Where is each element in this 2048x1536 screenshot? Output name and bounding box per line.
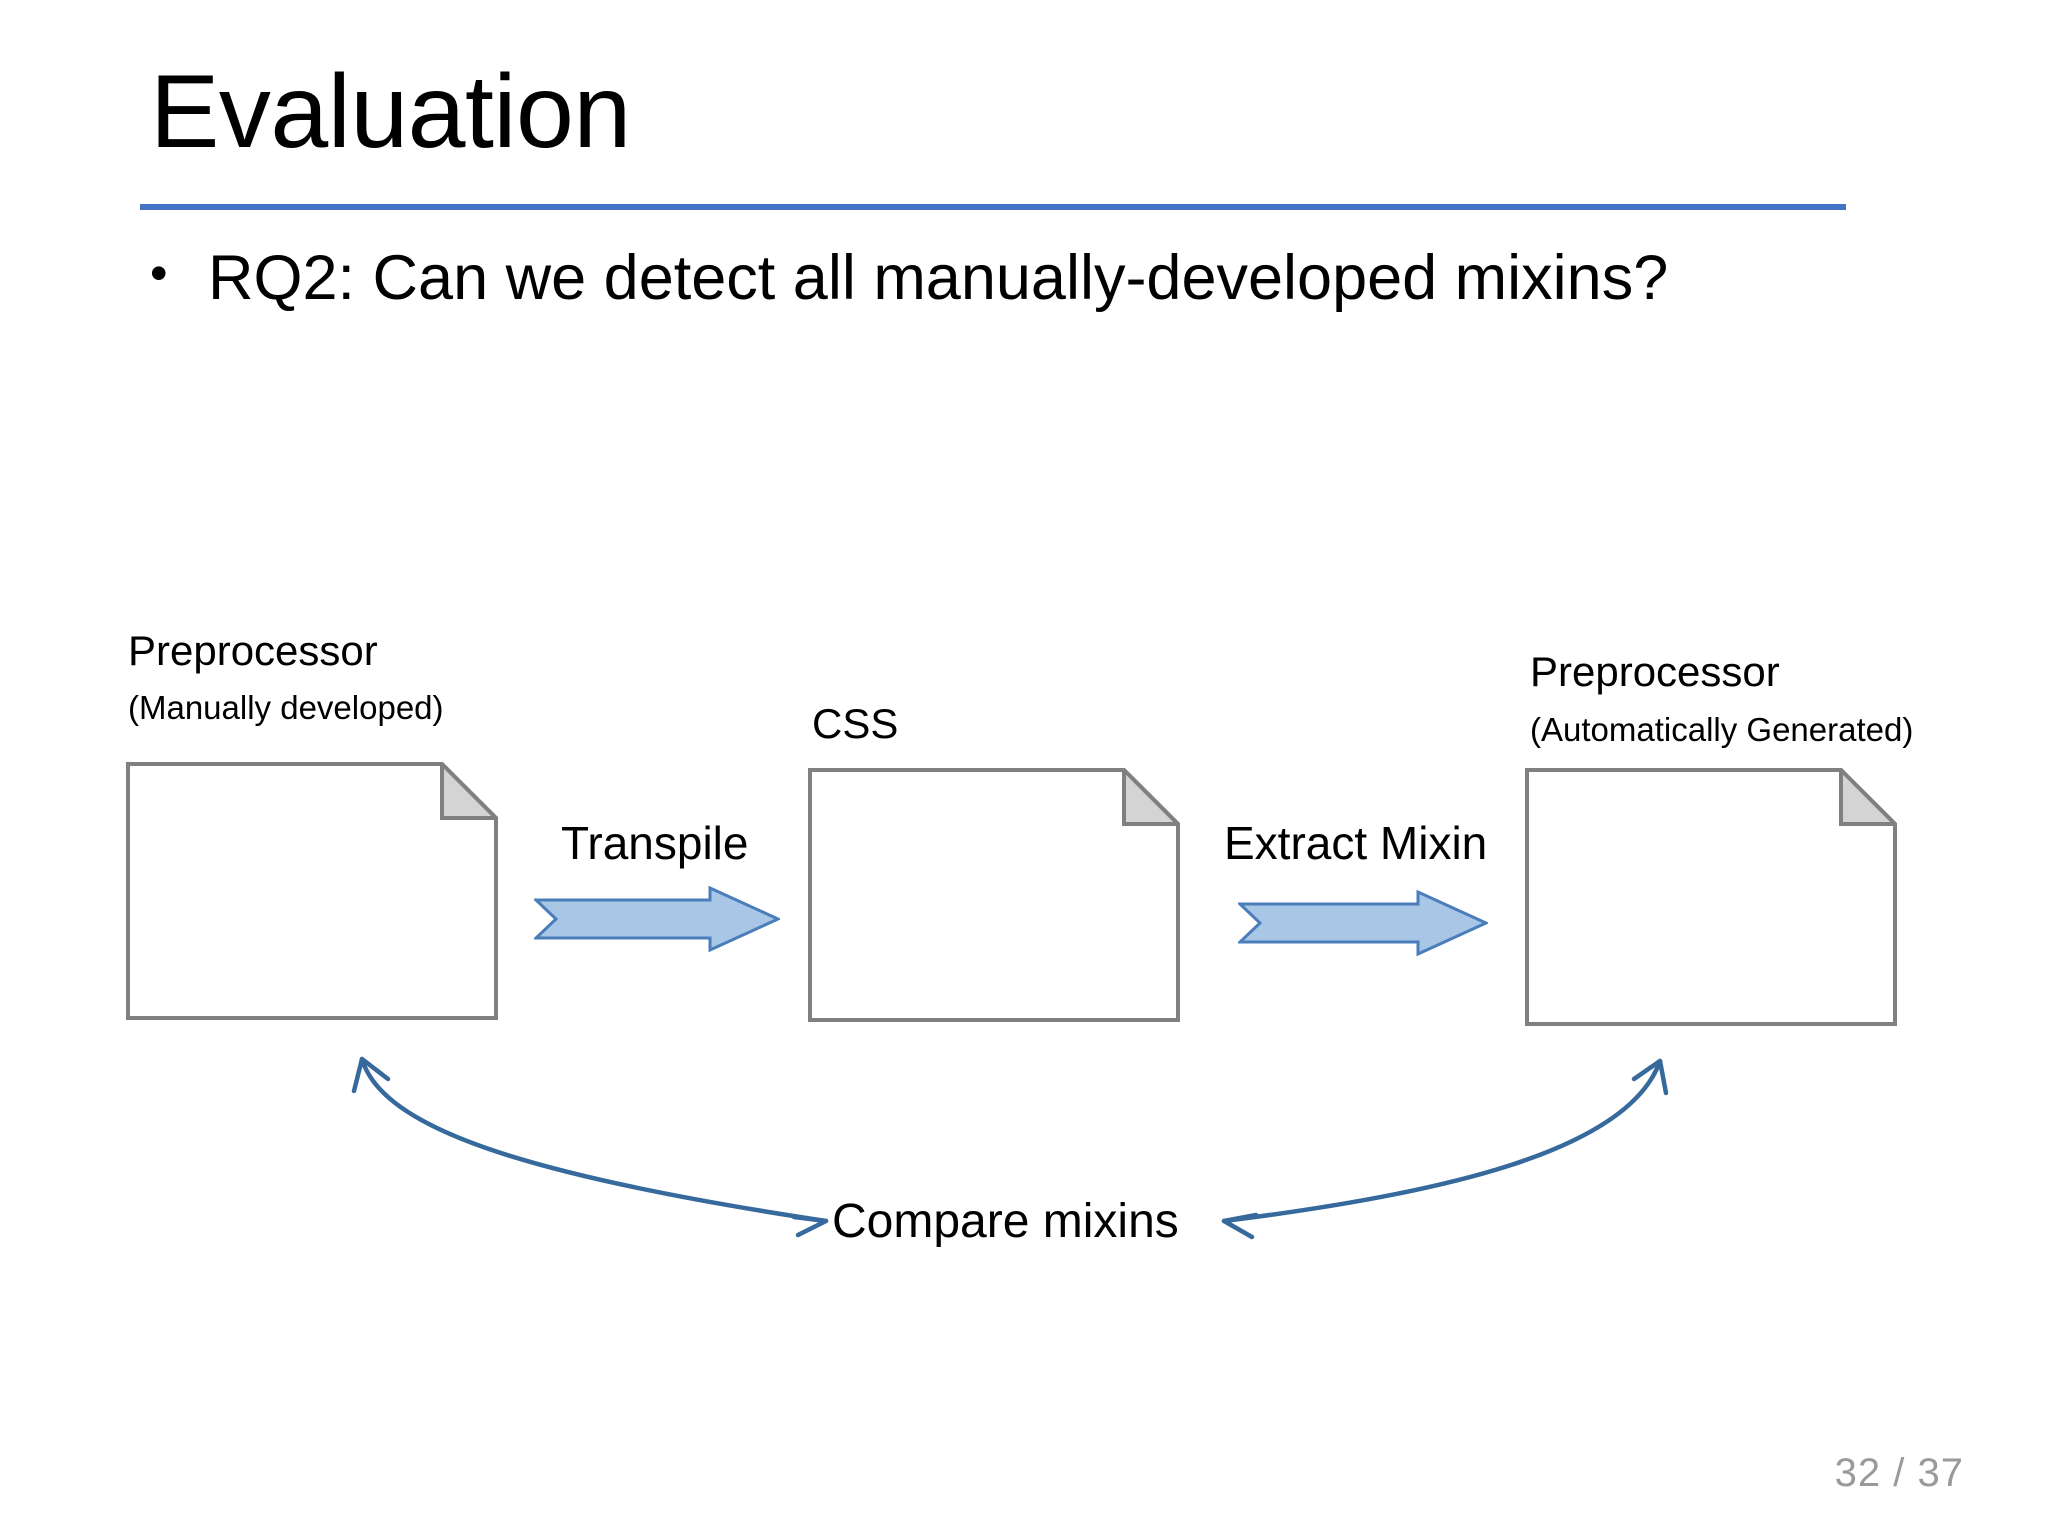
page-number: 32 / 37: [1834, 1451, 1964, 1495]
document-icon-css: [808, 768, 1180, 1022]
title-underline-rule: [140, 204, 1846, 210]
curved-double-arrow-icon-right: [1208, 1035, 1718, 1245]
page-title: Evaluation: [150, 54, 631, 170]
right-block-arrow-icon-extract-mixin: [1238, 890, 1488, 956]
curved-double-arrow-icon-left: [330, 1035, 840, 1245]
step-label-transpile: Transpile: [561, 817, 749, 869]
node-subcaption-preprocessor-generated: (Automatically Generated): [1530, 711, 1914, 748]
bullet-text: RQ2: Can we detect all manually-develope…: [208, 243, 1669, 313]
document-icon-preprocessor-manual: [126, 762, 498, 1020]
list-item: • RQ2: Can we detect all manually-develo…: [150, 242, 1710, 315]
bullet-list: • RQ2: Can we detect all manually-develo…: [150, 242, 1710, 315]
node-caption-css: CSS: [812, 700, 899, 747]
step-label-extract-mixin: Extract Mixin: [1224, 817, 1488, 869]
right-block-arrow-icon-transpile: [534, 886, 780, 952]
document-icon-preprocessor-generated: [1525, 768, 1897, 1026]
node-caption-preprocessor-generated: Preprocessor: [1530, 648, 1780, 695]
node-caption-preprocessor-manual: Preprocessor: [128, 627, 378, 674]
node-subcaption-preprocessor-manual: (Manually developed): [128, 689, 444, 726]
compare-mixins-label: Compare mixins: [832, 1195, 1179, 1248]
bullet-marker-icon: •: [150, 245, 168, 301]
